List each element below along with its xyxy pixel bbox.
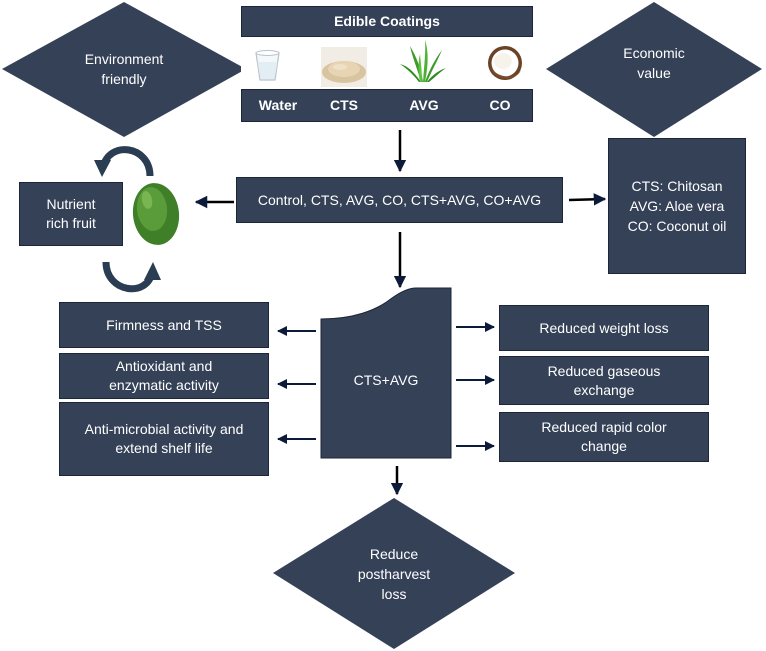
treatments-box: Control, CTS, AVG, CO, CTS+AVG, CO+AVG [236,177,563,223]
coating-label-cts: CTS [330,97,358,113]
nutrient-rich-fruit-box: Nutrient rich fruit [19,182,123,246]
cycle-arrow-top [99,146,154,177]
effect-antimicrobial-shelf-life: Anti-microbial activity and extend shelf… [59,402,269,476]
aloe-vera-icon [400,40,446,82]
economic-diamond [546,2,762,137]
effect-reduced-weight-loss: Reduced weight loss [499,305,709,351]
coatings-label-bar: Water CTS AVG CO [241,89,533,122]
abbreviations-legend: CTS: Chitosan AVG: Aloe vera CO: Coconut… [608,138,746,274]
coatings-image-strip [241,37,533,89]
cycle-arrow-bottom [102,261,156,293]
coating-label-co: CO [489,97,511,113]
coating-label-water: Water [258,97,298,113]
coating-label-avg: AVG [409,97,439,113]
reduce-postharvest-loss-label: Reduce postharvest loss [357,546,431,602]
reduce-loss-diamond [273,498,515,649]
environment-diamond [2,2,246,137]
economic-value-label: Economic value [623,45,685,81]
edible-coatings-title: Edible Coatings [241,6,533,37]
coconut-icon [488,46,522,80]
water-glass-icon [255,50,280,81]
effect-antioxidant-enzymatic: Antioxidant and enzymatic activity [59,353,269,399]
cycle-arrowhead-bottom [144,262,161,280]
effect-reduced-gaseous-exchange: Reduced gaseous exchange [499,356,709,405]
cycle-arrowhead-top [94,160,111,177]
mango-fruit-image [132,183,180,245]
environment-friendly-label: Environment friendly [84,51,164,87]
effect-firmness-tss: Firmness and TSS [59,302,269,348]
arrow-treatments-to-legend [568,193,607,206]
center-treatment-label: CTS+AVG [353,372,419,388]
center-box-shape [320,287,452,459]
effect-reduced-color-change: Reduced rapid color change [499,412,709,462]
chitosan-powder-icon [321,47,367,87]
